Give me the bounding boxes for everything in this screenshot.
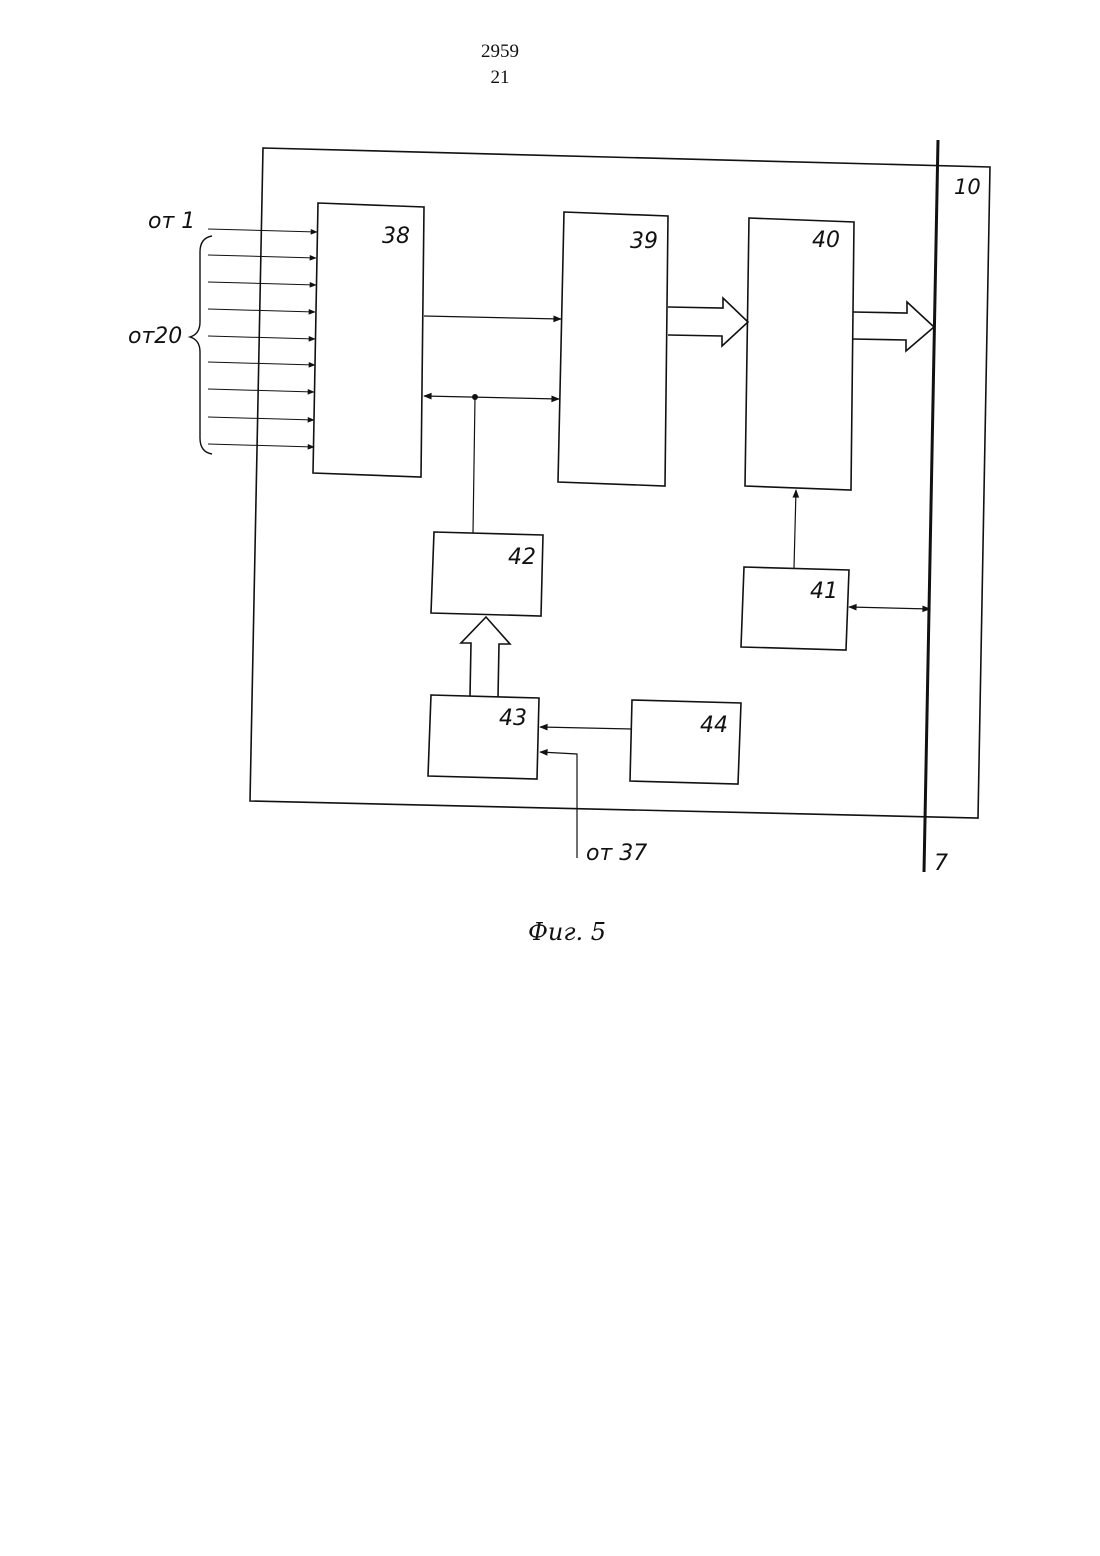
bus-label: 7: [934, 851, 948, 876]
arrow-44-to-43: [540, 727, 632, 729]
input-arrow-9: [208, 444, 314, 447]
input-arrow-2: [208, 255, 316, 258]
input-from-20-label: от20: [128, 324, 182, 349]
input-brace: [190, 236, 212, 454]
bus-arrow-39-to-40: [668, 298, 748, 346]
block-43-label: 43: [499, 706, 527, 731]
block-40-label: 40: [812, 228, 840, 253]
block-39-label: 39: [630, 229, 658, 254]
arrow-41-to-40: [794, 490, 796, 568]
input-from-1-label: от 1: [148, 209, 195, 234]
arrow-39-to-38: [424, 396, 559, 399]
block-42-label: 42: [508, 545, 536, 570]
arrow-37-to-43: [540, 752, 577, 858]
bus-line: [924, 140, 938, 872]
bus-arrow-40-to-7: [852, 302, 934, 351]
input-arrow-4: [208, 309, 315, 312]
block-41-label: 41: [810, 579, 838, 604]
input-arrow-5: [208, 336, 315, 339]
input-arrow-8: [208, 417, 314, 420]
input-arrow-6: [208, 362, 315, 365]
input-arrow-7: [208, 389, 314, 392]
line-42-up: [473, 397, 475, 533]
unit-frame: [250, 148, 990, 818]
frame-label: 10: [954, 175, 981, 199]
block-44-label: 44: [700, 713, 728, 738]
input-from-37-label: от 37: [586, 841, 647, 866]
block-40: [745, 218, 854, 490]
input-arrow-3: [208, 282, 316, 285]
arrow-41-bus: [849, 607, 930, 609]
figure-caption: Фиг. 5: [528, 918, 606, 946]
arrow-38-to-39: [424, 316, 561, 319]
block-38-label: 38: [382, 224, 410, 249]
bus-arrow-43-to-42: [461, 617, 510, 697]
input-arrow-1: [208, 229, 317, 232]
